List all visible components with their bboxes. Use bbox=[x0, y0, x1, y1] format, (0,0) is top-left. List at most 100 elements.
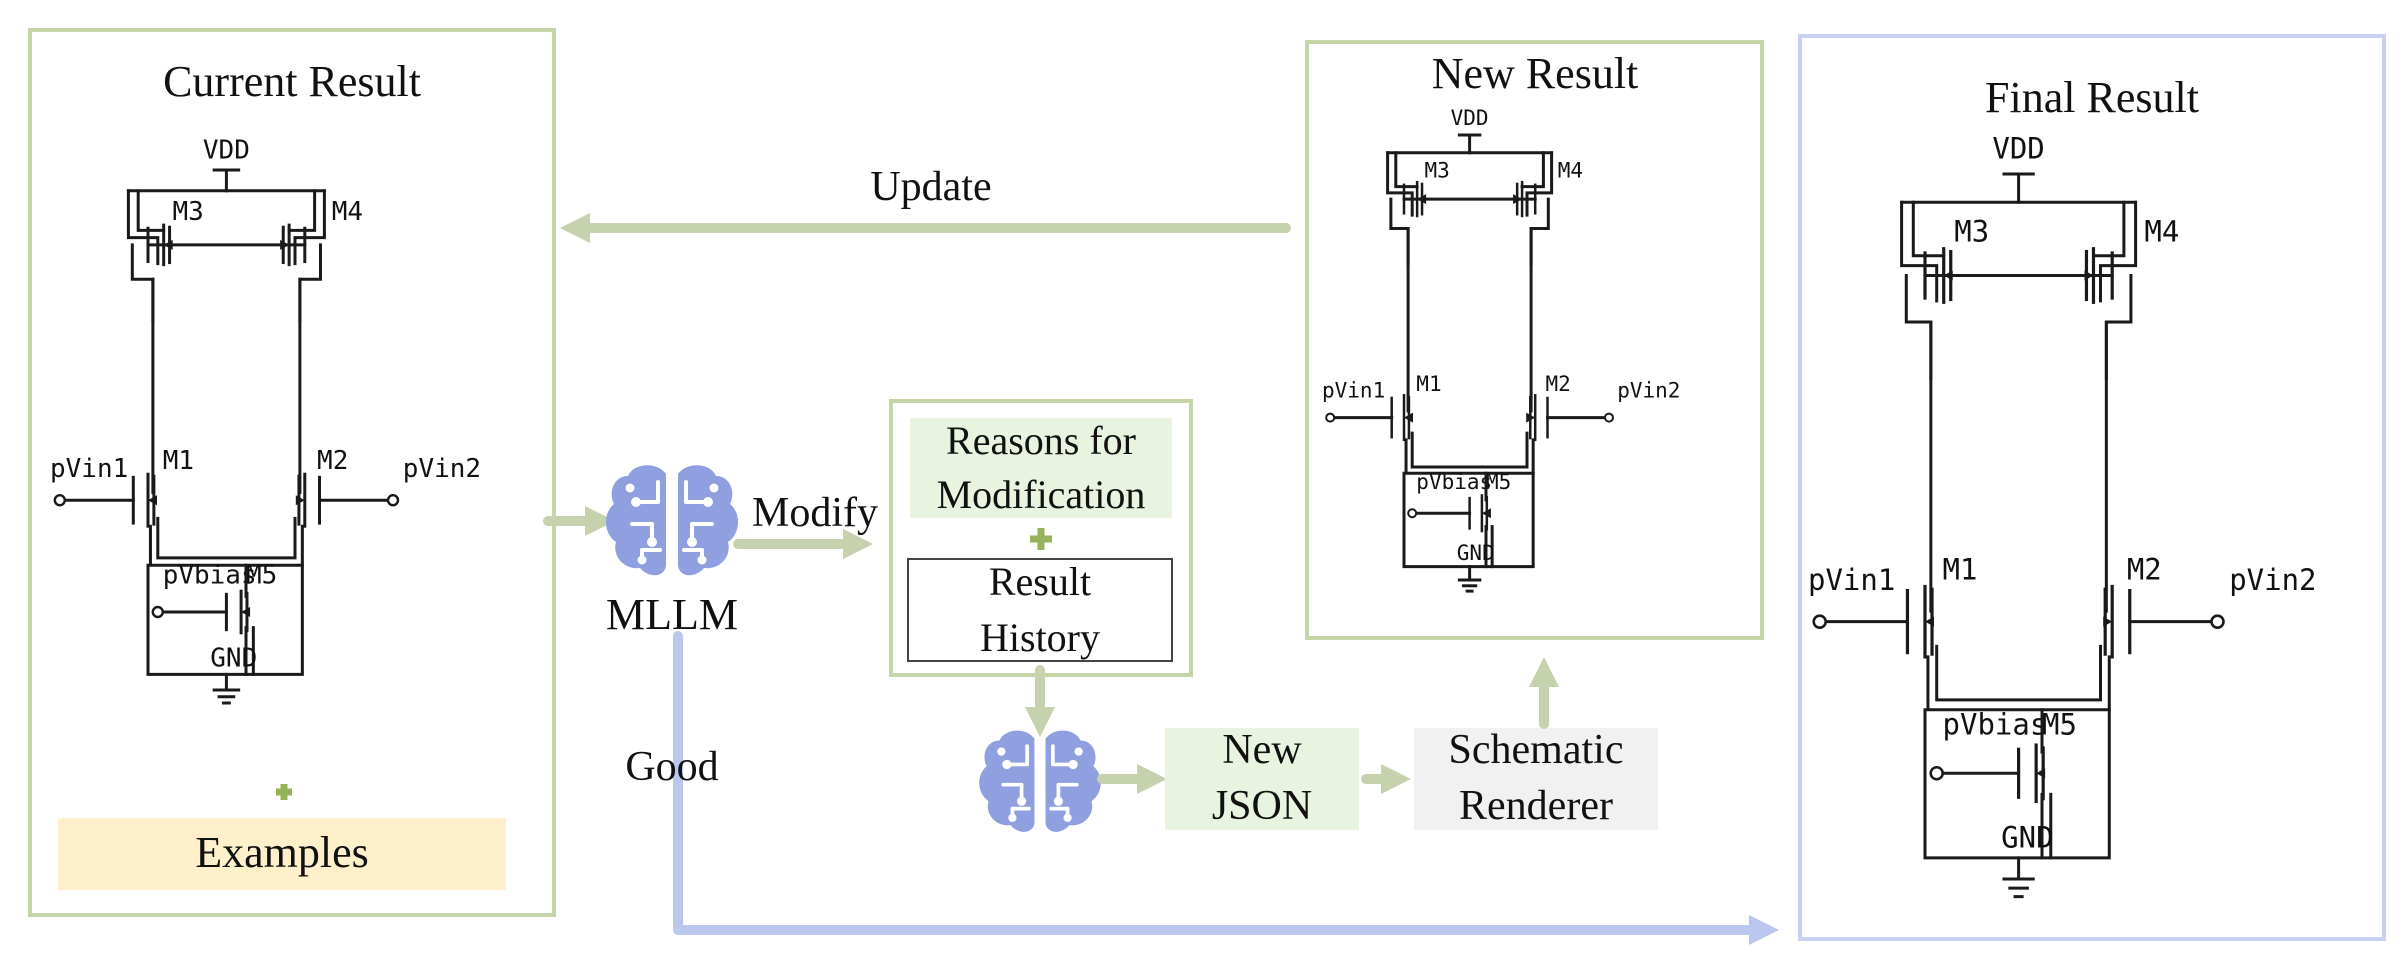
pvin2-pin bbox=[2210, 614, 2225, 629]
left-load-wire bbox=[1900, 200, 1939, 303]
reasons-line-1: Reasons for bbox=[946, 418, 1136, 463]
m2-label: M2 bbox=[1545, 372, 1570, 396]
m4-source-wire bbox=[2091, 200, 2126, 258]
right-load-wire bbox=[293, 189, 326, 266]
m1-label: M1 bbox=[1943, 552, 1978, 586]
good-arrow bbox=[673, 631, 1779, 945]
m3-source-wire bbox=[1394, 151, 1419, 189]
m5-transistor bbox=[1468, 494, 1491, 533]
m4-label: M4 bbox=[1558, 159, 1583, 183]
result-history-line-2: History bbox=[980, 615, 1100, 660]
examples-label: Examples bbox=[195, 828, 369, 877]
brain-circuit-icon bbox=[977, 728, 1103, 834]
left-load-wire bbox=[126, 189, 160, 266]
new-result-panel bbox=[1305, 40, 1764, 640]
gnd-label: GND bbox=[2001, 820, 2053, 854]
tail-node-wire bbox=[1410, 431, 1529, 469]
pvin2-label: pVin2 bbox=[2229, 563, 2316, 597]
tail-node-wire bbox=[1935, 644, 2102, 702]
pvin2-pin bbox=[386, 494, 400, 507]
new-json-line-1: New bbox=[1222, 727, 1302, 773]
m2-transistor bbox=[2103, 584, 2132, 659]
tail-node-wire-2 bbox=[148, 524, 304, 567]
pvbias-label: pVbias bbox=[163, 560, 257, 590]
m4-source-wire bbox=[1520, 151, 1545, 189]
m2-transistor bbox=[295, 472, 321, 528]
brain-circuit-icon bbox=[603, 463, 741, 578]
m5-label: M5 bbox=[2042, 707, 2077, 741]
pvbias-label: pVbias bbox=[1943, 707, 2048, 741]
gnd-label: GND bbox=[210, 644, 257, 674]
vdd-label: VDD bbox=[1992, 131, 2044, 165]
final-result-title: Final Result bbox=[1985, 73, 2199, 122]
reasons-line-2: Modification bbox=[937, 472, 1146, 517]
new-result-title: New Result bbox=[1432, 49, 1639, 98]
pvin1-label: pVin1 bbox=[1808, 563, 1895, 597]
pvin2-pin bbox=[1604, 412, 1614, 423]
left-load-wire bbox=[1386, 151, 1414, 217]
update-label: Update bbox=[870, 164, 991, 210]
m3-label: M3 bbox=[1425, 159, 1450, 183]
good-label: Good bbox=[625, 744, 718, 790]
pvbias-label: pVbias bbox=[1416, 470, 1492, 494]
new-json-box bbox=[1165, 728, 1359, 830]
schematic-renderer-line-1: Schematic bbox=[1449, 727, 1624, 773]
new-json-line-2: JSON bbox=[1212, 783, 1312, 829]
m1-label: M1 bbox=[1416, 372, 1441, 396]
pvin1-pin bbox=[1325, 412, 1336, 423]
m4-source-wire bbox=[287, 189, 317, 232]
tail-node-wire-2 bbox=[1404, 438, 1535, 475]
m3-source-wire bbox=[136, 189, 166, 232]
current-result-panel bbox=[28, 28, 556, 917]
schematic-renderer-line-2: Renderer bbox=[1459, 783, 1613, 829]
m4-label: M4 bbox=[2144, 215, 2179, 249]
pvin1-pin bbox=[53, 494, 66, 507]
schematic-renderer-box bbox=[1414, 728, 1658, 830]
pvin1-label: pVin1 bbox=[1322, 379, 1385, 403]
tail-node-wire-2 bbox=[1926, 655, 2111, 712]
m2-transistor bbox=[1526, 394, 1549, 442]
result-history-box bbox=[907, 558, 1173, 662]
final-result-panel bbox=[1798, 34, 2386, 941]
pvbias-pin bbox=[1929, 765, 1944, 781]
m3-label: M3 bbox=[173, 197, 204, 227]
pvin2-label: pVin2 bbox=[403, 454, 481, 484]
vdd-label: VDD bbox=[203, 136, 250, 166]
pvbias-pin bbox=[1407, 508, 1418, 519]
pvin1-label: pVin1 bbox=[50, 454, 128, 484]
m2-label: M2 bbox=[2127, 552, 2162, 586]
m3-source-wire bbox=[1911, 200, 1946, 258]
m5-label: M5 bbox=[246, 560, 277, 590]
m2-label: M2 bbox=[317, 446, 348, 476]
right-drain-wire bbox=[2104, 274, 2133, 380]
tail-node-wire bbox=[156, 516, 297, 560]
right-load-wire bbox=[1525, 151, 1554, 217]
modify-label: Modify bbox=[752, 490, 878, 536]
left-drain-wire bbox=[1904, 274, 1933, 380]
gnd-label: GND bbox=[1457, 541, 1495, 565]
m1-transistor bbox=[131, 472, 157, 528]
result-history-line-1: Result bbox=[989, 559, 1091, 604]
m5-label: M5 bbox=[1486, 470, 1511, 494]
m4-label: M4 bbox=[332, 197, 363, 227]
right-drain-wire bbox=[1529, 197, 1550, 266]
reasons-box bbox=[910, 418, 1172, 518]
left-drain-wire bbox=[1389, 197, 1410, 266]
m1-label: M1 bbox=[163, 446, 194, 476]
plus-icon bbox=[276, 784, 292, 800]
left-drain-wire bbox=[130, 243, 155, 323]
examples-box bbox=[58, 818, 506, 890]
mllm-label: MLLM bbox=[606, 590, 738, 639]
m1-transistor bbox=[1390, 394, 1413, 442]
current-result-title: Current Result bbox=[163, 57, 421, 106]
right-drain-wire bbox=[298, 243, 322, 323]
m3-label: M3 bbox=[1954, 215, 1989, 249]
pvin1-pin bbox=[1812, 614, 1827, 629]
plus-icon bbox=[1030, 528, 1052, 550]
pvin2-label: pVin2 bbox=[1617, 379, 1680, 403]
right-load-wire bbox=[2099, 200, 2138, 303]
